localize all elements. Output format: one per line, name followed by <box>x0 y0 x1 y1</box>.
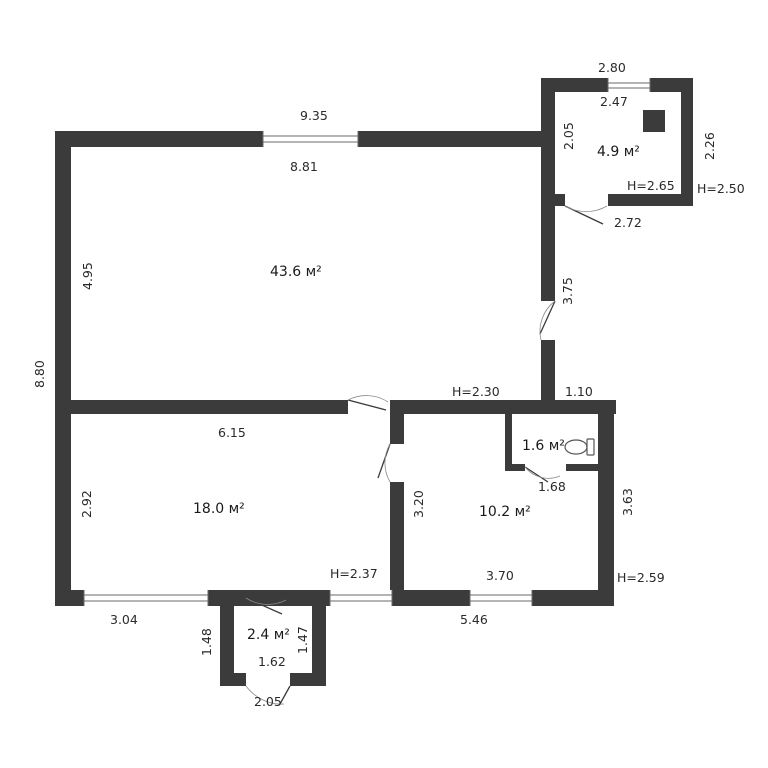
dim-bottom-right-inner-bottom: 3.70 <box>486 568 514 583</box>
dim-annex-ceiling-outer: H=2.50 <box>697 181 745 196</box>
window-bottom-right <box>470 590 532 606</box>
stove-block <box>643 110 665 132</box>
dim-main-inner-top: 8.81 <box>290 159 318 174</box>
wall-annex-left <box>541 78 555 206</box>
room-area-bottom-right: 10.2 м² <box>479 504 531 520</box>
wall-left-outer <box>55 131 71 606</box>
toilet-icon <box>564 438 595 456</box>
wall-interior-horizontal-right <box>390 400 616 414</box>
dim-annex-ceiling-inner: H=2.65 <box>627 178 675 193</box>
wall-annex-bottom-right <box>608 194 693 206</box>
dim-main-left-height: 4.95 <box>80 262 95 290</box>
wall-vestibule-bottom-right <box>290 673 326 686</box>
room-area-top-right: 4.9 м² <box>597 144 640 160</box>
dim-corridor-right: 3.75 <box>560 277 575 305</box>
dim-wc-bottom: 1.68 <box>538 479 566 494</box>
windows <box>83 78 651 606</box>
room-area-bottom-left: 18.0 м² <box>193 501 245 517</box>
dim-wc-top-width: 1.10 <box>565 384 593 399</box>
door-main-to-bottom-left <box>347 395 389 411</box>
door-vestibule-inner <box>245 597 287 615</box>
wall-wc-bottom-right <box>566 464 598 471</box>
dim-annex-outer-top: 2.80 <box>598 60 626 75</box>
window-bottom-middle <box>330 590 392 606</box>
wall-vestibule-left <box>220 590 234 686</box>
window-bottom-left <box>84 590 208 606</box>
room-area-main: 43.6 м² <box>270 264 322 280</box>
dim-vestibule-right: 1.47 <box>295 626 310 654</box>
dim-vestibule-left: 1.48 <box>199 628 214 656</box>
wall-interior-vertical-top <box>390 414 404 444</box>
wall-interior-horizontal-left <box>71 400 348 414</box>
window-main-top <box>263 131 358 147</box>
dim-bottom-right-right: 3.63 <box>620 488 635 516</box>
dimension-labels: 9.35 8.81 4.95 8.80 3.75 1.10 H=2.30 6.1… <box>32 60 745 709</box>
room-area-vestibule: 2.4 м² <box>247 627 290 643</box>
dim-annex-door-width: 2.72 <box>614 215 642 230</box>
door-annex <box>564 205 608 225</box>
dim-main-outer-top: 9.35 <box>300 108 328 123</box>
dim-bottom-right-outer-bottom: 5.46 <box>460 612 488 627</box>
wall-vestibule-right <box>312 590 326 686</box>
wall-vestibule-bottom-left <box>220 673 246 686</box>
wall-annex-bottom-left <box>541 194 565 206</box>
dim-bottom-left-top: 6.15 <box>218 425 246 440</box>
dim-bottom-right-ceiling: H=2.59 <box>617 570 665 585</box>
wall-main-right-lower <box>541 340 555 408</box>
wall-right-lower-outer <box>598 400 614 606</box>
wall-wc-left <box>505 414 512 470</box>
dim-annex-right: 2.26 <box>702 132 717 160</box>
door-wc <box>524 466 561 483</box>
dim-bottom-left-bottom: 3.04 <box>110 612 138 627</box>
door-bottom-rooms <box>377 443 391 483</box>
door-main-right <box>539 300 556 341</box>
doors <box>245 205 608 705</box>
dim-main-ceiling: H=2.30 <box>452 384 500 399</box>
dim-bottom-right-left: 3.20 <box>411 490 426 518</box>
dim-overall-left-height: 8.80 <box>32 360 47 388</box>
dim-bottom-left-height: 2.92 <box>79 490 94 518</box>
wall-annex-right <box>681 78 693 206</box>
dim-bottom-left-ceiling: H=2.37 <box>330 566 378 581</box>
room-area-labels: 43.6 м² 18.0 м² 10.2 м² 1.6 м² 4.9 м² 2.… <box>193 144 640 643</box>
dim-annex-inner-top: 2.47 <box>600 94 628 109</box>
dim-vestibule-bottom: 2.05 <box>254 694 282 709</box>
dim-vestibule-width: 1.62 <box>258 654 286 669</box>
room-area-wc: 1.6 м² <box>522 438 565 454</box>
dim-annex-left: 2.05 <box>561 122 576 150</box>
window-annex-top <box>608 78 650 92</box>
door-vestibule-outer <box>245 685 291 705</box>
wall-wc-bottom <box>505 464 525 471</box>
wall-interior-vertical-bottom <box>390 482 404 590</box>
